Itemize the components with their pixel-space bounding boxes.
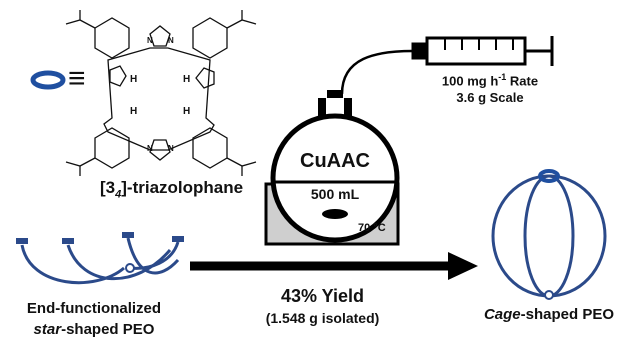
h-label-4: H: [183, 106, 191, 117]
rate-value: 100 mg h: [441, 73, 499, 89]
ester-arm-tl: [65, 19, 96, 29]
rate-superscript: -1: [498, 72, 507, 82]
benzene-ring-tr: [192, 17, 228, 59]
star-end-2: [62, 238, 74, 244]
cage-outer: [491, 174, 607, 298]
syringe-tip: [411, 42, 429, 60]
star-arm-1: [20, 244, 125, 285]
n-label-2: N: [168, 36, 174, 45]
star-italic: star: [33, 321, 62, 338]
ring-icon: [30, 70, 66, 90]
star-end-4: [172, 236, 184, 242]
macrocycle-frame: [103, 47, 215, 151]
syringe-rate-label: 100 mg h-1 Rate: [420, 72, 560, 88]
triazole-right: [195, 67, 215, 89]
isolated-mass-label: (1.548 g isolated): [265, 310, 380, 326]
star-arm-3: [126, 237, 180, 275]
cage-inner: [523, 174, 575, 298]
n-label-4: N: [168, 144, 174, 153]
n-label-1: N: [147, 36, 153, 45]
start-material-label-line1: End-functionalized: [26, 300, 162, 317]
benzene-ring-br: [192, 127, 228, 169]
product-label: Cage-shaped PEO: [476, 306, 622, 323]
cage-top-ring: [538, 169, 560, 183]
star-rest: -shaped PEO: [61, 321, 155, 338]
cage-italic: Cage: [483, 306, 521, 323]
cage-shaped-peo: [491, 174, 607, 298]
star-arm-ends: [16, 232, 184, 244]
reaction-arrow-head: [448, 252, 478, 280]
triazolophane-subscript: 4: [115, 188, 122, 201]
equivalence-symbol: ≡: [68, 62, 86, 95]
syringe-scale-label: 3.6 g Scale: [456, 90, 524, 105]
bath-temperature-label: 70 °C: [358, 222, 386, 234]
rate-suffix: Rate: [506, 73, 539, 89]
ester-arm-bl: [65, 157, 96, 167]
flask-body: [270, 113, 400, 243]
h-label-2: H: [183, 74, 191, 85]
star-arm-2: [66, 244, 172, 281]
n-label-3: N: [147, 144, 153, 153]
star-core: [125, 263, 135, 273]
benzene-ring-tl: [94, 17, 130, 59]
flask-reaction-label: CuAAC: [300, 150, 370, 172]
triazole-left: [109, 65, 127, 87]
triazolophane-structure: [65, 10, 257, 176]
star-end-3: [122, 232, 134, 238]
syringe-barrel: [425, 36, 527, 66]
yield-label: 43% Yield: [280, 286, 365, 306]
star-arm-4: [129, 241, 180, 270]
star-shaped-peo: [20, 237, 180, 285]
start-material-label-line2: star-shaped PEO: [4, 321, 184, 338]
triazole-top: [149, 25, 171, 47]
triazole-bottom: [149, 139, 171, 161]
cage-rest: -shaped PEO: [520, 306, 615, 323]
flask-volume-label: 500 mL: [310, 186, 360, 202]
syringe: [411, 36, 554, 66]
round-bottom-flask: [270, 90, 400, 243]
cage-bottom-core: [544, 290, 554, 300]
h-label-1: H: [130, 74, 138, 85]
h-label-3: H: [130, 106, 138, 117]
syringe-tubing: [340, 49, 414, 95]
stir-bar: [322, 209, 348, 219]
star-end-1: [16, 238, 28, 244]
triazolophane-suffix: ]-triazolophane: [121, 178, 244, 197]
ester-arm-br: [226, 157, 257, 167]
ester-arm-tr: [226, 19, 257, 29]
triazolophane-prefix: [3: [100, 178, 116, 197]
triazolophane-label: [34]-triazolophane: [100, 178, 243, 200]
